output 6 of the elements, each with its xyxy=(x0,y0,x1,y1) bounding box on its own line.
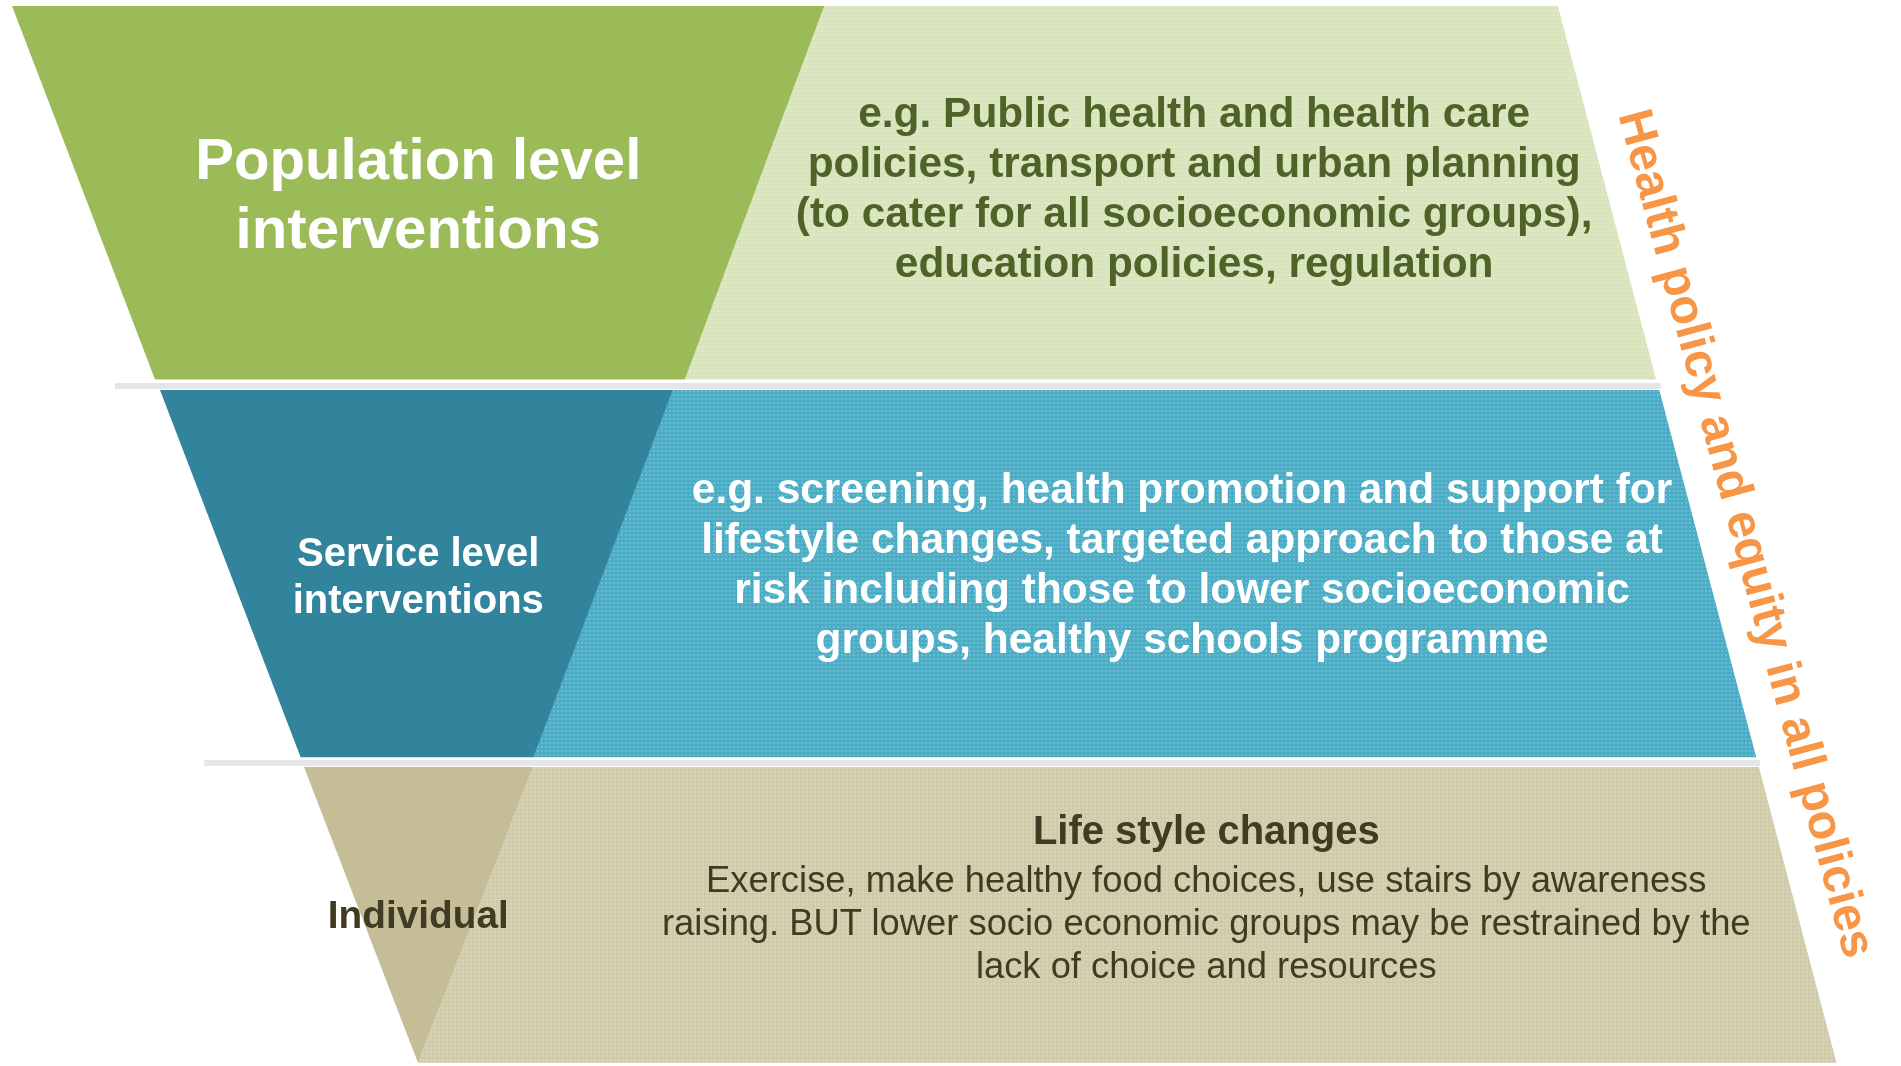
example-text: e.g. screening, health promotion and support for lifestyle changes, targeted approach to those at risk including those to lower socioeconomic groups, healthy schools programme xyxy=(690,463,1674,664)
example-text: e.g. Public health and health care policies, transport and urban planning (to cater for all socioeconomic groups), education policies, regulation xyxy=(794,87,1594,288)
section-heading: Life style changes xyxy=(1032,806,1380,854)
band-heading: Service level interventions xyxy=(291,528,545,623)
description-text: Exercise, make healthy food choices, use stairs by awareness raising. BUT lower socio economic groups may be restrained by the lack of choice and resources xyxy=(661,858,1752,988)
band-heading: Population level interventions xyxy=(194,125,643,262)
